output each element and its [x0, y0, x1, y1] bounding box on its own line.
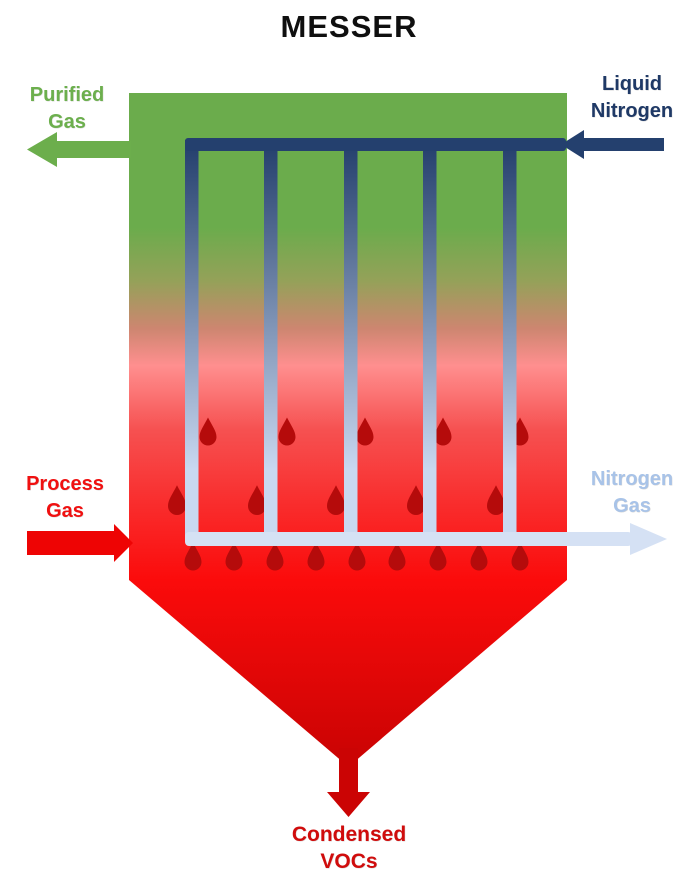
purified-gas-label-line1: Purified [29, 84, 105, 106]
voc-droplet [487, 485, 505, 515]
droplets-layer [168, 417, 529, 571]
process-gas-label: Process Gas [26, 471, 104, 525]
condensed-vocs-arrow [327, 748, 370, 817]
voc-droplet [278, 417, 296, 446]
voc-droplet [248, 485, 266, 515]
voc-droplet [168, 485, 186, 515]
liquid-nitrogen-label-line1: Liquid [602, 73, 662, 95]
voc-droplet [388, 542, 406, 571]
purified-gas-label-line2: Gas [48, 111, 86, 133]
condenser-coil [185, 138, 632, 546]
voc-droplet [407, 485, 425, 515]
nitrogen-gas-arrow [630, 523, 667, 555]
voc-droplet [429, 542, 447, 571]
coil-vertical-pipe [423, 140, 437, 540]
voc-droplet [199, 417, 217, 446]
condensed-vocs-label-line2: VOCs [320, 850, 378, 873]
coil-bottom-header-pipe [185, 532, 632, 546]
process-gas-label-line1: Process [26, 473, 104, 495]
coil-vertical-pipe [503, 140, 517, 540]
coil-vertical-pipe [344, 140, 358, 540]
nitrogen-gas-label: Nitrogen Gas [591, 466, 673, 520]
nitrogen-gas-label-line1: Nitrogen [590, 468, 674, 490]
liquid-nitrogen-label-line2: Nitrogen [590, 100, 674, 122]
voc-droplet [348, 542, 366, 571]
voc-droplet [225, 542, 243, 571]
liquid-nitrogen-arrow [561, 130, 664, 159]
coil-vertical-pipe [185, 140, 199, 540]
voc-droplet [184, 542, 202, 571]
page-title: MESSER [280, 9, 418, 44]
coil-top-header-pipe [185, 138, 566, 151]
nitrogen-gas-label-line2: Gas [613, 495, 651, 517]
coil-vertical-pipe [264, 140, 278, 540]
voc-droplet [327, 485, 345, 515]
purified-gas-label: Purified Gas [30, 82, 104, 136]
voc-droplet [511, 542, 529, 571]
process-gas-label-line2: Gas [46, 500, 84, 522]
liquid-nitrogen-label: Liquid Nitrogen [591, 71, 673, 125]
condensed-vocs-label-line1: Condensed [291, 823, 407, 846]
voc-droplet [470, 542, 488, 571]
voc-droplet [356, 417, 374, 446]
voc-droplet [434, 417, 452, 446]
condensed-vocs-label: Condensed VOCs [292, 821, 406, 875]
voc-droplet [266, 542, 284, 571]
purified-gas-arrow [27, 132, 131, 167]
vertical-pipes-layer [185, 140, 517, 540]
process-gas-arrow [27, 524, 133, 562]
voc-droplet [307, 542, 325, 571]
